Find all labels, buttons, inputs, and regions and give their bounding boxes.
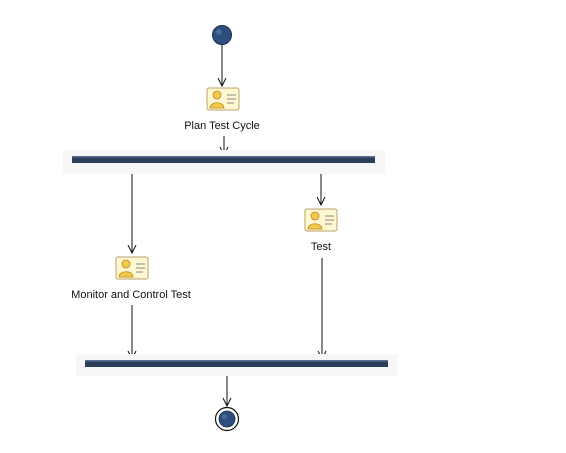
activity-label-monitor-and-control-test: Monitor and Control Test bbox=[71, 289, 191, 301]
activity-person-card-icon bbox=[206, 87, 240, 111]
final-node bbox=[214, 406, 240, 432]
fork-bar bbox=[63, 150, 385, 174]
activity-label-test: Test bbox=[310, 241, 332, 253]
activity-person-card-icon bbox=[115, 256, 149, 280]
join-bar bbox=[76, 354, 398, 376]
initial-node bbox=[212, 25, 232, 45]
activity-label-plan-test-cycle: Plan Test Cycle bbox=[184, 120, 260, 132]
activity-person-card-icon bbox=[304, 208, 338, 232]
